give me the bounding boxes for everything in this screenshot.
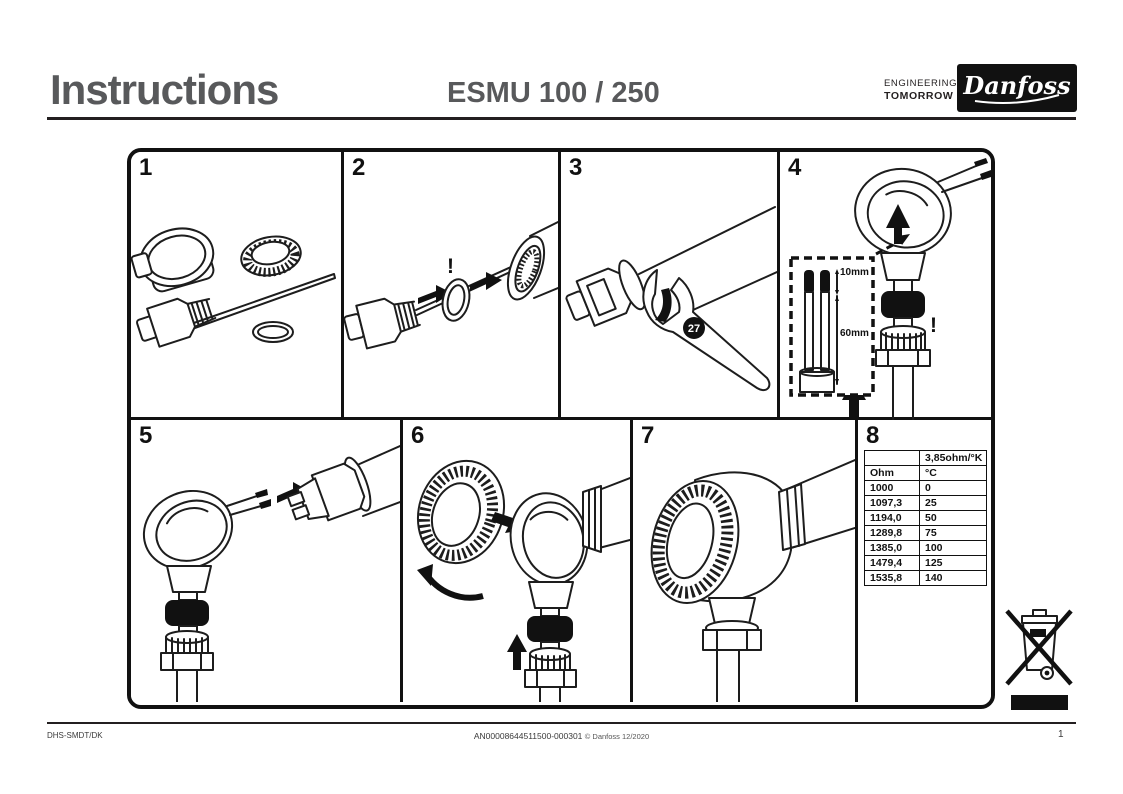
table-row: 1479,4 125: [864, 555, 988, 571]
panel-step-3: 3 27: [561, 152, 780, 417]
page-number: 1: [1058, 729, 1064, 740]
table-row: 1535,8 140: [864, 570, 988, 586]
warning-exclamation: !: [447, 255, 454, 278]
ohm-value: 1385,0: [864, 540, 920, 556]
panel-step-8: 8 3,85ohm/°K Ohm °C 1000 0: [858, 420, 991, 702]
page-title: Instructions: [50, 66, 279, 113]
panel-row-top: 1: [131, 152, 991, 420]
footer-document-code: DHS-SMDT/DK: [47, 731, 103, 740]
step2-insert-illustration: [344, 221, 558, 350]
instruction-steps-frame: 1: [127, 148, 995, 709]
table-row: 1194,0 50: [864, 510, 988, 526]
temp-value: 0: [918, 480, 988, 496]
ohm-value: 1097,3: [864, 495, 920, 511]
column-header-temp: °C: [918, 465, 988, 481]
step6-cap-illustration: [416, 459, 630, 702]
footer-doc-number: AN00008644511500-000301: [473, 731, 583, 741]
table-row: 3,85ohm/°K: [864, 450, 988, 466]
table-unit-header: 3,85ohm/°K: [918, 450, 988, 466]
temp-value: 100: [918, 540, 988, 556]
step1-parts-illustration: [131, 227, 336, 348]
ohm-value: 1479,4: [864, 555, 920, 571]
strip-tip-length-label: 10mm: [840, 267, 869, 278]
temp-value: 75: [918, 525, 988, 541]
footer-center: AN00008644511500-000301 © Danfoss 12/202…: [0, 731, 1123, 741]
step-number-8: 8: [866, 422, 880, 449]
temp-value: 125: [918, 555, 988, 571]
step7-assembled-illustration: [650, 459, 855, 702]
panel-step-7: 7: [633, 420, 858, 702]
table-row: 1385,0 100: [864, 540, 988, 556]
panel-step-4: 4 ! 10mm 60mm: [780, 152, 991, 420]
step-number-2: 2: [352, 154, 366, 181]
tagline-line1: ENGINEERING: [884, 78, 958, 89]
temp-value: 140: [918, 570, 988, 586]
table-row: 1000 0: [864, 480, 988, 496]
temp-value: 50: [918, 510, 988, 526]
table-row: 1289,8 75: [864, 525, 988, 541]
ohm-value: 1000: [864, 480, 920, 496]
header-divider: [47, 117, 1076, 120]
panel-step-6: 6: [403, 420, 633, 702]
product-name: ESMU 100 / 250: [447, 77, 660, 109]
footer-divider: [47, 722, 1076, 724]
panel-row-bottom: 5: [131, 420, 991, 702]
ohm-value: 1289,8: [864, 525, 920, 541]
print-registration-bar: [1011, 695, 1068, 710]
table-row: Ohm °C: [864, 465, 988, 481]
panel-step-2: 2 !: [344, 152, 561, 417]
table-corner-cell: [864, 450, 920, 466]
step3-wrench-illustration: 27: [565, 206, 777, 392]
strip-total-length-label: 60mm: [840, 328, 869, 339]
step-number-7: 7: [641, 422, 655, 449]
panel-step-1: 1: [131, 152, 344, 417]
step-number-3: 3: [569, 154, 583, 181]
step-number-6: 6: [411, 422, 425, 449]
column-header-ohm: Ohm: [864, 465, 920, 481]
danfoss-logo: Danfoss: [957, 64, 1077, 112]
step5-connect-illustration: [142, 445, 400, 702]
brand-tagline: ENGINEERING TOMORROW: [884, 78, 958, 102]
wrench-size-label: 27: [688, 323, 700, 335]
temp-value: 25: [918, 495, 988, 511]
logo-text: Danfoss: [962, 71, 1071, 100]
tagline-line2: TOMORROW: [884, 89, 954, 102]
ohm-value: 1535,8: [864, 570, 920, 586]
table-row: 1097,3 25: [864, 495, 988, 511]
resistance-table: 3,85ohm/°K Ohm °C 1000 0 1097,3 25: [864, 450, 988, 586]
step4-wiring-illustration: [789, 158, 991, 420]
footer-copyright: © Danfoss 12/2020: [584, 732, 650, 741]
step-number-4: 4: [788, 154, 802, 181]
ohm-value: 1194,0: [864, 510, 920, 526]
warning-exclamation-gland: !: [930, 314, 937, 337]
step-number-5: 5: [139, 422, 153, 449]
weee-crossed-bin-icon: [1005, 609, 1073, 686]
step-number-1: 1: [139, 154, 153, 181]
panel-step-5: 5: [131, 420, 403, 702]
